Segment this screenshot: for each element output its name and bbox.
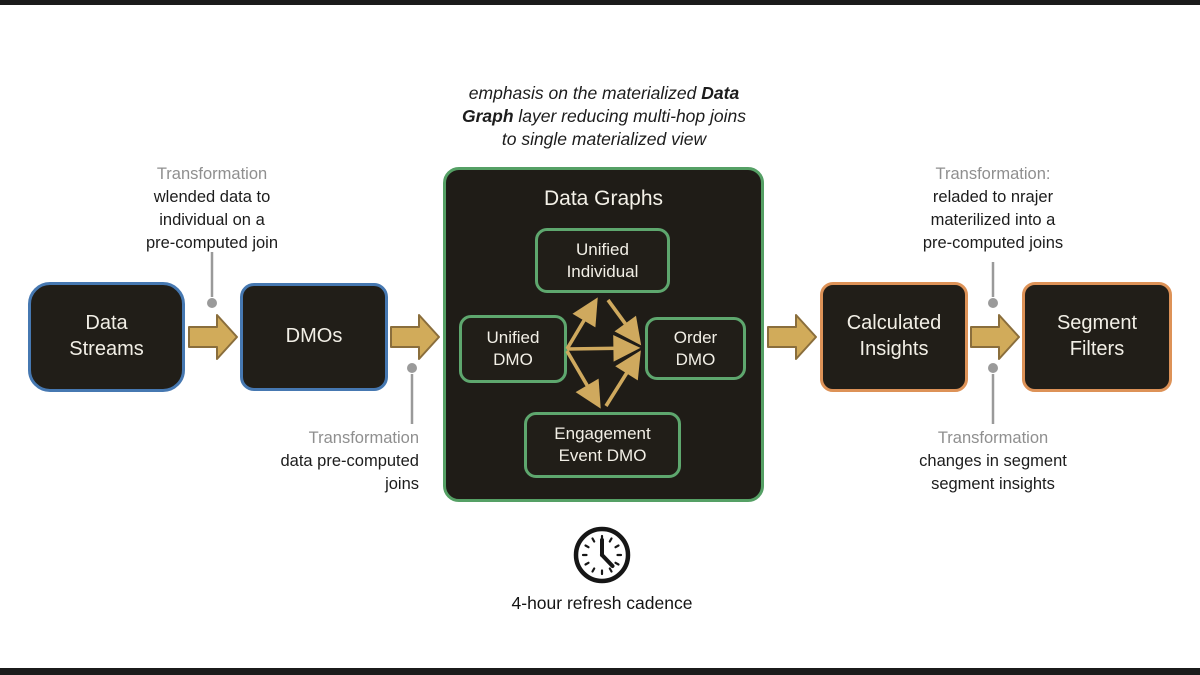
emphasis-line-2: Graph layer reducing multi-hop joins [461,106,747,127]
annotation-body: wlended data to individual on a pre-comp… [145,188,279,253]
flow-arrow-3 [767,314,817,360]
annotation-bottom-right: Transformation changes in segment segmen… [893,427,1093,496]
annotation-top-right: Transformation: reladed to nrajer materi… [893,163,1093,255]
flow-arrow-4 [970,314,1020,360]
calculated-insights-box: Calculated Insights [820,282,968,392]
annotation-title: Transformation [156,165,268,183]
emphasis-line-1: emphasis on the materialized Data [468,83,740,103]
annotation-bottom-left: Transformation data pre-computed joins [219,427,419,496]
unified-dmo-box: Unified DMO [459,315,567,383]
data-streams-box: Data Streams [28,282,185,392]
annotation-title: Transformation: [935,165,1051,183]
annotation-title: Transformation [308,429,419,447]
top-frame-bar [0,0,1200,5]
annotation-body: reladed to nrajer materilized into a pre… [922,188,1064,253]
data-graphs-title: Data Graphs [543,187,664,210]
emphasis-line-3: to single materialized view [501,129,707,150]
dmos-box: DMOs [240,283,388,391]
annotation-body: data pre-computed joins [280,452,419,494]
flow-arrow-1 [188,314,238,360]
segment-filters-box: Segment Filters [1022,282,1172,392]
clock-icon [573,526,631,584]
refresh-cadence-caption: 4-hour refresh cadence [511,593,693,613]
unified-individual-box: Unified Individual [535,228,670,293]
bottom-frame-bar [0,668,1200,675]
annotation-top-left: Transformation wlended data to individua… [112,163,312,255]
flow-arrow-2 [390,314,440,360]
annotation-title: Transformation [937,429,1049,447]
annotation-body: changes in segment segment insights [919,452,1067,494]
engagement-event-dmo-box: Engagement Event DMO [524,412,681,478]
order-dmo-box: Order DMO [645,317,746,380]
emphasis-note: emphasis on the materialized Data Graph … [404,82,804,151]
